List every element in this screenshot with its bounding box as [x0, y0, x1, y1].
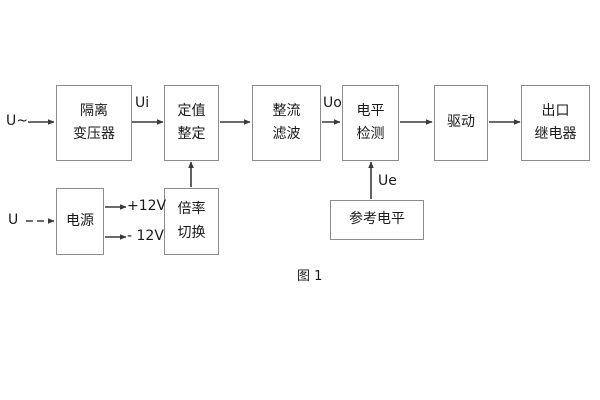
label-input-dc: U: [8, 212, 19, 228]
block-setpoint-adjust: 定值 整定: [164, 85, 219, 161]
label-ui: Ui: [135, 95, 150, 111]
block-multiplier-switch-line-1: 倍率: [177, 201, 206, 218]
block-setpoint-adjust-line-2: 整定: [177, 126, 206, 142]
block-output-relay-line-1: 出口: [541, 102, 570, 119]
block-level-detect: 电平 检测: [342, 85, 399, 161]
block-setpoint-adjust-line-1: 定值: [177, 102, 206, 119]
label-uo: Uo: [323, 95, 342, 111]
block-isolation-transformer-line-1: 隔离: [80, 102, 108, 119]
block-reference-level-line-1: 参考电平: [349, 211, 405, 228]
block-drive: 驱动: [434, 85, 488, 161]
label-input-ac: U~: [6, 113, 28, 129]
block-rectify-filter-line-1: 整流: [272, 102, 301, 119]
figure-caption: 图 1: [297, 269, 323, 284]
block-isolation-transformer: 隔离 变压器: [56, 85, 132, 161]
label-ue: Ue: [378, 173, 397, 189]
block-reference-level: 参考电平: [330, 200, 424, 240]
label-rail-positive: +12V: [127, 198, 167, 214]
block-output-relay-line-2: 继电器: [534, 126, 577, 142]
block-multiplier-switch: 倍率 切换: [164, 188, 219, 255]
block-rectify-filter-line-2: 滤波: [272, 126, 301, 142]
block-isolation-transformer-line-2: 变压器: [73, 126, 115, 142]
block-output-relay: 出口 继电器: [521, 85, 590, 161]
block-rectify-filter: 整流 滤波: [252, 85, 321, 161]
block-level-detect-line-1: 电平: [356, 102, 385, 119]
block-power-supply-line-1: 电源: [66, 212, 94, 229]
label-rail-negative: - 12V: [127, 228, 164, 244]
block-multiplier-switch-line-2: 切换: [177, 224, 206, 241]
block-power-supply: 电源: [56, 188, 104, 255]
block-drive-line-1: 驱动: [447, 114, 475, 131]
block-level-detect-line-2: 检测: [356, 126, 385, 142]
